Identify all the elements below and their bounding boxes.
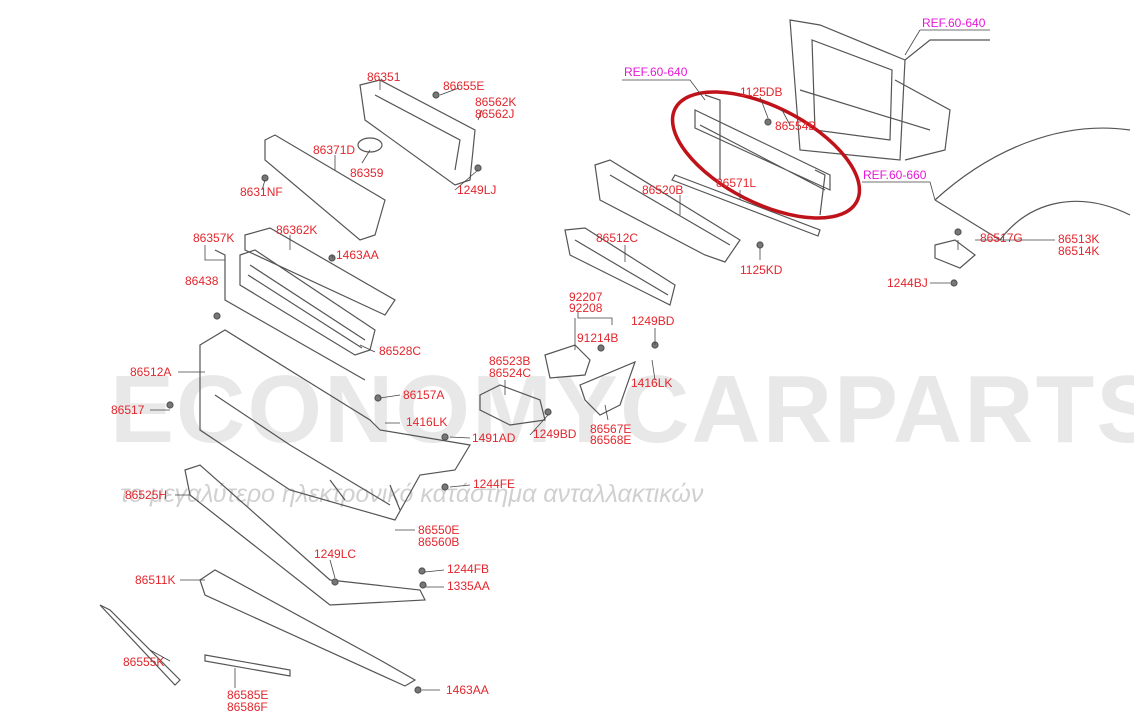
part-label: 86371D	[313, 143, 356, 157]
fasteners	[166, 91, 962, 694]
radiator-support-part	[789, 19, 990, 161]
part-label: 86568E	[590, 433, 632, 447]
part-label: 1249LC	[314, 547, 357, 561]
part-label: 86562J	[475, 107, 515, 121]
grille-cover-part	[244, 227, 396, 316]
lower-lip-part	[184, 464, 426, 606]
part-label: 92207	[569, 290, 603, 304]
part-label: 86560B	[418, 535, 460, 549]
part-label: 86359	[350, 166, 384, 180]
watermark-brand: ECONOMYCARPARTS.GR	[110, 356, 1134, 463]
part-label: 1125KD	[740, 263, 783, 277]
part-label: 86362K	[276, 223, 318, 237]
part-label: 86523B	[489, 354, 531, 368]
part-label: 1416LK	[406, 415, 448, 429]
part-label: 1249BD	[533, 427, 577, 441]
part-label: 86525H	[125, 488, 168, 502]
part-label: 92208	[569, 301, 603, 315]
part-label: 86586F	[227, 700, 268, 714]
part-label: 1463AA	[336, 248, 379, 262]
part-label: 86512C	[596, 231, 639, 245]
reference-label: REF.60-660	[863, 168, 927, 182]
part-label: 86517	[111, 403, 145, 417]
bumper-cover-part	[199, 329, 471, 521]
trim-strips-part	[99, 569, 417, 687]
part-label: 1249LJ	[457, 183, 497, 197]
energy-absorber-part	[594, 159, 741, 263]
part-label: 1244FB	[447, 562, 490, 576]
part-label: 1416LK	[631, 376, 673, 390]
part-label: 86357K	[193, 231, 235, 245]
part-label: 86555K	[123, 655, 165, 669]
part-label: 1463AA	[446, 683, 489, 697]
part-label: 1125DB	[740, 85, 783, 99]
part-label: 1244BJ	[887, 276, 928, 290]
side-bracket-part	[934, 239, 976, 269]
part-label: 86520B	[642, 183, 684, 197]
part-label: 86512A	[130, 365, 172, 379]
part-label: 86550E	[418, 523, 460, 537]
part-label: 8631NF	[240, 185, 283, 199]
leader-lines	[149, 29, 1055, 691]
part-label: 86351	[367, 70, 401, 84]
part-label: 86562K	[475, 95, 517, 109]
highlight-ellipse	[670, 90, 862, 220]
reference-label: REF.60-640	[922, 16, 986, 30]
part-label: 86157A	[403, 388, 445, 402]
part-label: 86511K	[135, 573, 176, 587]
part-label: 86528C	[379, 344, 422, 358]
part-label: 86567E	[590, 422, 632, 436]
part-label: 86554B	[775, 119, 817, 133]
grille-frame-part	[264, 134, 386, 241]
front-grille-part	[214, 249, 376, 381]
bumper-beam-part	[671, 94, 831, 237]
part-label: 86438	[185, 274, 219, 288]
part-label: 86513K	[1058, 232, 1100, 246]
part-label: 1244FE	[473, 477, 516, 491]
part-label: 91214B	[577, 331, 619, 345]
part-label: 86655E	[443, 79, 485, 93]
part-label: 86571L	[716, 176, 757, 190]
part-label: 86517G	[980, 231, 1023, 245]
fog-lamp-part	[479, 344, 637, 426]
part-label: 1335AA	[447, 579, 490, 593]
reference-label: REF.60-640	[624, 65, 688, 79]
part-label: 86524C	[489, 366, 532, 380]
part-label: 86514K	[1058, 244, 1100, 258]
fender-part	[934, 127, 1131, 241]
watermark-tagline: το μεγαλύτερο ηλεκτρονικό κατάστημα αντα…	[120, 480, 704, 508]
part-label: 86585E	[227, 688, 269, 702]
part-label: 1491AD	[472, 431, 516, 445]
part-label: 1249BD	[631, 314, 675, 328]
lower-grille-part	[564, 227, 676, 306]
